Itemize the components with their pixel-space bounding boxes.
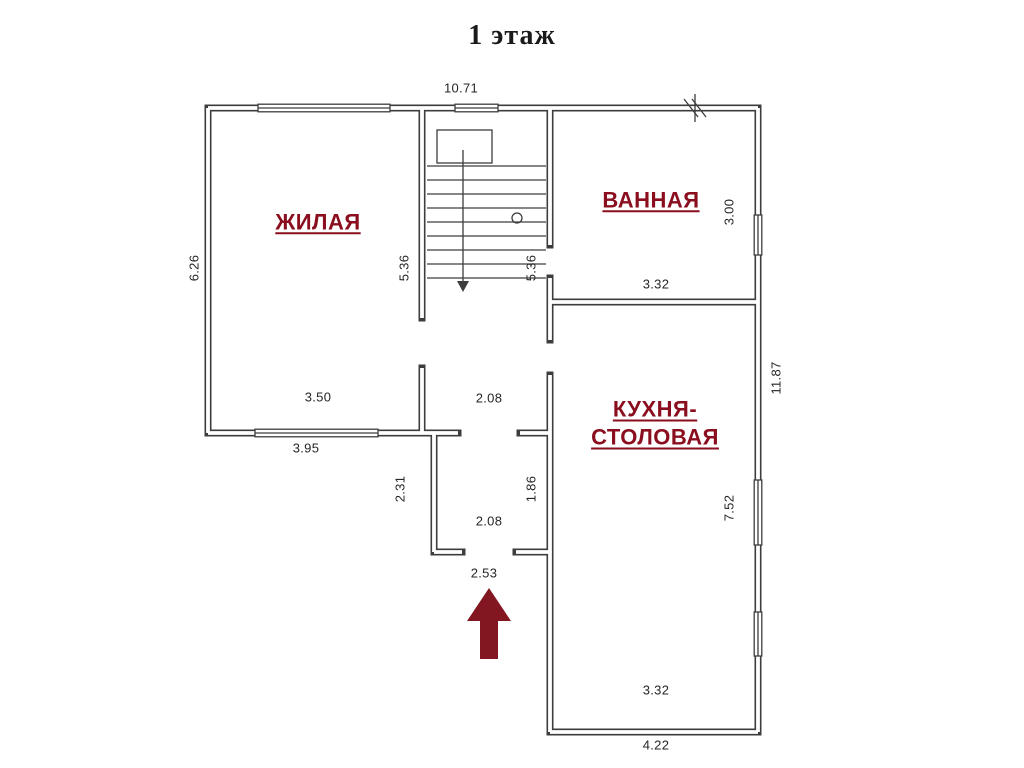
window-icon-kitchen-right-upper bbox=[753, 479, 763, 546]
dim-stair-right-height: 5.36 bbox=[523, 254, 539, 282]
windows bbox=[254, 103, 763, 657]
room-label-living: ЖИЛАЯ bbox=[275, 209, 361, 235]
dim-entrance-width: 2.53 bbox=[470, 565, 498, 581]
dim-right-total-height: 11.87 bbox=[768, 361, 784, 395]
dim-kitchen-bottom-width: 3.32 bbox=[642, 682, 670, 698]
dim-stair-bottom-width: 2.08 bbox=[475, 390, 503, 406]
column-mark bbox=[511, 212, 523, 224]
dim-living-left-height: 6.26 bbox=[186, 254, 202, 282]
dim-stair-left-height: 5.36 bbox=[396, 254, 412, 282]
vent-mark bbox=[683, 94, 707, 122]
window-icon-living-bottom bbox=[254, 428, 379, 438]
dim-hall-bottom-width: 2.08 bbox=[475, 513, 503, 529]
dim-bathroom-bottom-width: 3.32 bbox=[642, 276, 670, 292]
room-label-bathroom: ВАННАЯ bbox=[602, 187, 700, 213]
entrance-arrow-icon bbox=[467, 588, 511, 659]
window-icon-bathroom-right bbox=[753, 214, 763, 256]
dim-hall-right-height: 1.86 bbox=[523, 475, 539, 503]
room-label-kitchen-dining: КУХНЯ-СТОЛОВАЯ bbox=[591, 396, 719, 450]
dim-bathroom-right-height: 3.00 bbox=[721, 198, 737, 226]
stair-landing-box bbox=[436, 129, 493, 164]
dim-kitchen-right-height: 7.52 bbox=[721, 494, 737, 522]
dim-bottom-outer-width: 4.22 bbox=[642, 737, 670, 753]
walls bbox=[204, 104, 762, 736]
staircase bbox=[427, 129, 546, 292]
window-icon-living-top bbox=[257, 103, 391, 113]
dim-top-total-width: 10.71 bbox=[443, 80, 479, 96]
page-title: 1 этаж bbox=[468, 20, 556, 51]
dim-hall-left-height: 2.31 bbox=[392, 475, 408, 503]
window-icon-stair-top bbox=[454, 103, 499, 113]
window-icon-kitchen-right-lower bbox=[753, 611, 763, 657]
dim-living-outer-width: 3.95 bbox=[292, 440, 320, 456]
stair-direction-arrow-icon bbox=[457, 281, 469, 292]
dim-living-inner-width: 3.50 bbox=[304, 389, 332, 405]
